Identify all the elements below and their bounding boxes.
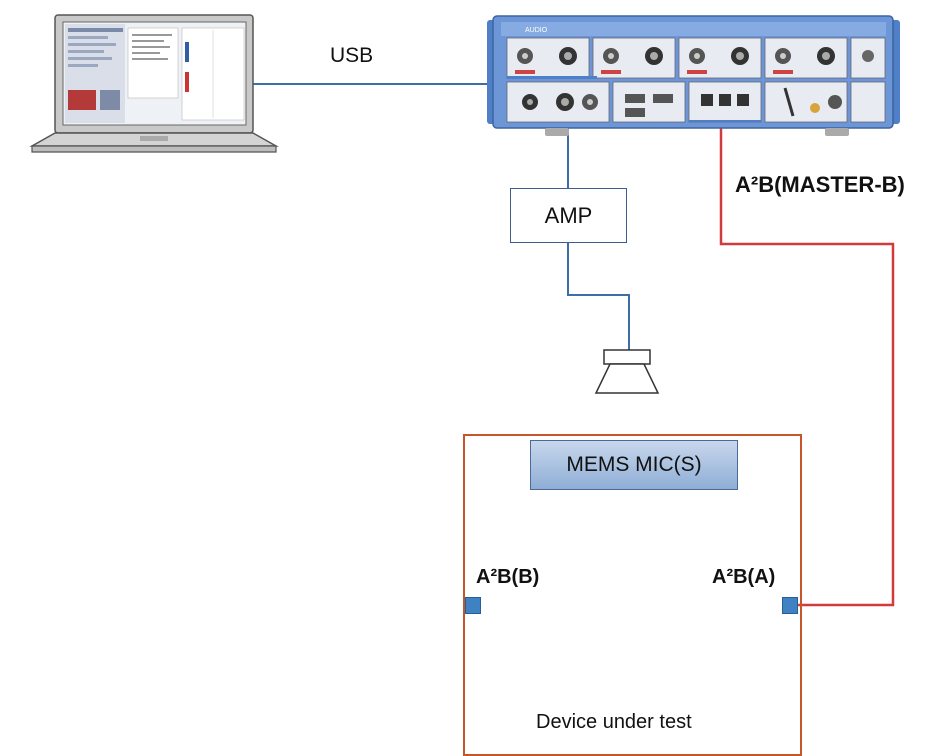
a2b-b-port [465,597,481,614]
mems-mic-box: MEMS MIC(S) [530,440,738,490]
a2b-master-b-label: A²B(MASTER-B) [735,172,905,197]
device-under-test-label: Device under test [536,711,692,733]
amp-to-speaker-cable [567,243,630,350]
amp-label: AMP [544,202,593,228]
device-under-test-box [463,434,802,756]
amp-box: AMP [510,188,627,243]
mems-mic-label: MEMS MIC(S) [566,453,702,476]
a2b-master-cable [719,124,895,607]
a2b-b-label: A²B(B) [476,566,540,588]
svg-text:AUDIO: AUDIO [525,27,548,34]
laptop-icon [29,14,279,153]
usb-label: USB [330,44,374,67]
loudspeaker-icon [594,349,660,394]
a2b-a-port [782,597,798,614]
a2b-a-label: A²B(A) [712,566,776,588]
audio-analyzer-icon: AUDIO [487,15,900,136]
